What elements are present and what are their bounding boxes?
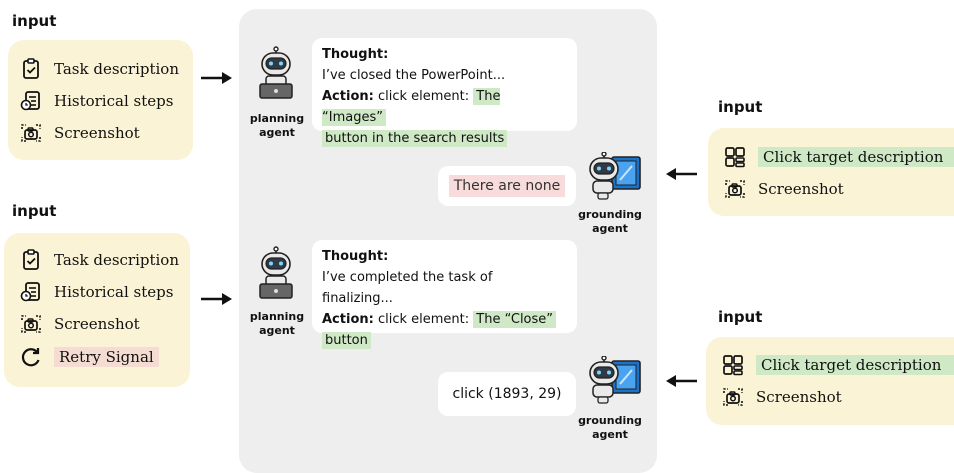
agent-label-line: agent xyxy=(259,126,295,139)
thought-text: I’ve completed the task of finalizing... xyxy=(322,270,493,306)
input-item-label: Retry Signal xyxy=(54,347,159,367)
planning-message-bubble: Thought: I’ve closed the PowerPoint... A… xyxy=(312,38,577,147)
input-item-retry-signal: Retry Signal xyxy=(20,345,159,369)
input-item-task-description: Task description xyxy=(20,248,179,272)
action-label: Action: xyxy=(322,89,374,104)
input-box-right-top: Click target description Screenshot xyxy=(708,128,954,216)
input-item-label: Task description xyxy=(54,60,180,78)
input-item-label: Screenshot xyxy=(54,315,140,333)
action-text: click element: xyxy=(377,89,470,104)
input-item-label: Click target description xyxy=(756,355,954,375)
action-target: button in the search results xyxy=(322,130,508,147)
input-item-screenshot: Screenshot xyxy=(20,312,140,336)
input-item-screenshot: Screenshot xyxy=(20,121,140,145)
grounding-agent-label: grounding agent xyxy=(575,208,645,236)
action-label: Action: xyxy=(322,312,374,327)
grounding-robot-icon xyxy=(589,152,641,200)
input-box-right-bottom: Click target description Screenshot xyxy=(706,337,954,425)
grounding-agent-label: grounding agent xyxy=(575,414,645,442)
agent-label-line: agent xyxy=(592,222,628,235)
arrow-left-icon xyxy=(666,375,697,387)
planning-robot-icon xyxy=(259,246,293,299)
input-item-label: Screenshot xyxy=(54,124,140,142)
planning-robot-icon xyxy=(259,46,293,99)
screenshot-icon xyxy=(21,315,41,333)
input-item-label: Task description xyxy=(54,251,180,269)
clipboard-check-icon xyxy=(23,58,39,79)
input-item-screenshot: Screenshot xyxy=(724,177,844,201)
action-text: click element: xyxy=(377,312,470,327)
grounding-reply-text: There are none xyxy=(448,175,566,197)
grounding-robot-icon xyxy=(589,356,641,404)
agent-label-line: planning xyxy=(249,310,305,323)
input-title-left-top: input xyxy=(12,12,57,30)
input-title-left-bottom: input xyxy=(12,202,57,220)
target-grid-icon xyxy=(723,355,743,376)
input-item-click-target: Click target description xyxy=(724,145,954,169)
agent-label-line: planning xyxy=(249,112,305,125)
thought-label: Thought: xyxy=(322,249,389,264)
input-item-click-target: Click target description xyxy=(722,353,954,377)
history-doc-icon xyxy=(20,282,40,302)
input-item-label: Historical steps xyxy=(54,283,174,301)
grounding-reply-text: click (1893, 29) xyxy=(452,386,562,402)
screenshot-icon xyxy=(21,124,41,142)
input-title-right-top: input xyxy=(718,98,763,116)
agent-label-line: agent xyxy=(259,324,295,337)
screenshot-icon xyxy=(723,388,743,406)
input-item-label: Screenshot xyxy=(756,388,842,406)
action-target: button xyxy=(322,332,371,349)
history-doc-icon xyxy=(20,91,40,111)
input-item-historical-steps: Historical steps xyxy=(20,89,173,113)
arrow-left-icon xyxy=(666,168,697,180)
action-target: The “Close” xyxy=(473,311,557,328)
retry-icon xyxy=(21,346,40,367)
input-item-task-description: Task description xyxy=(20,57,179,81)
input-item-label: Click target description xyxy=(758,147,954,167)
input-box-left-bottom: Task description Historical steps Screen… xyxy=(4,233,190,387)
agent-label-line: grounding xyxy=(578,208,642,221)
input-item-historical-steps: Historical steps xyxy=(20,280,173,304)
grounding-reply-bubble: click (1893, 29) xyxy=(438,372,576,416)
planning-message-bubble: Thought: I’ve completed the task of fina… xyxy=(312,240,577,349)
input-item-screenshot: Screenshot xyxy=(722,385,842,409)
input-item-label: Historical steps xyxy=(54,92,174,110)
arrow-right-icon xyxy=(201,72,232,84)
thought-label: Thought: xyxy=(322,47,389,62)
planning-agent-label: planning agent xyxy=(242,310,312,338)
agent-label-line: agent xyxy=(592,428,628,441)
grounding-reply-bubble: There are none xyxy=(438,166,576,206)
target-grid-icon xyxy=(725,147,745,168)
input-box-left-top: Task description Historical steps Screen… xyxy=(8,40,193,160)
agent-label-line: grounding xyxy=(578,414,642,427)
screenshot-icon xyxy=(725,180,745,198)
planning-agent-label: planning agent xyxy=(242,112,312,140)
input-item-label: Screenshot xyxy=(758,180,844,198)
arrow-right-icon xyxy=(201,293,232,305)
input-title-right-bottom: input xyxy=(718,308,763,326)
thought-text: I’ve closed the PowerPoint... xyxy=(322,68,506,83)
clipboard-check-icon xyxy=(23,249,39,270)
